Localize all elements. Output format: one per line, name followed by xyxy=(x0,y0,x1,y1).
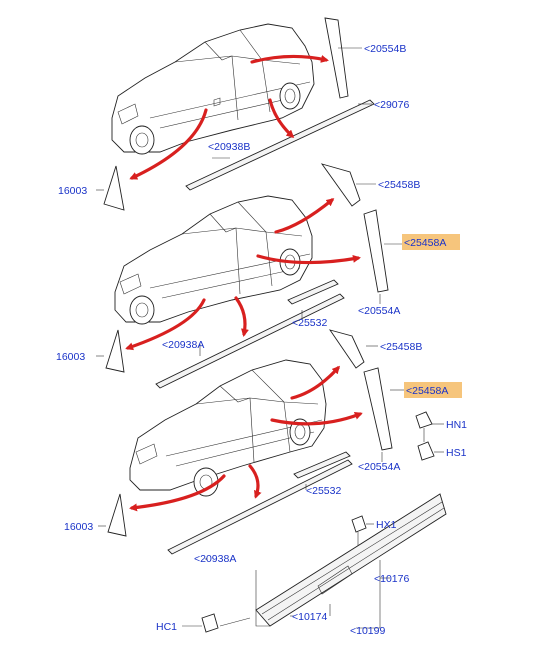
label-HN1[interactable]: HN1 xyxy=(446,419,467,431)
label-HX1[interactable]: HX1 xyxy=(376,519,397,531)
part-29076-shape xyxy=(185,99,375,191)
label-25532-1[interactable]: <25532 xyxy=(292,317,327,329)
car-hatchback-bottom-parts xyxy=(98,329,444,560)
label-16003-2[interactable]: 16003 xyxy=(56,351,85,363)
label-20938A-1[interactable]: <20938A xyxy=(162,339,204,351)
label-25458B-2[interactable]: <25458B xyxy=(380,341,422,353)
highlight-25458A-2 xyxy=(404,382,462,398)
part-25532-shape-1 xyxy=(287,279,339,305)
label-10174[interactable]: <10174 xyxy=(292,611,327,623)
part-20938A-shape-2 xyxy=(167,459,353,555)
label-25458B-1[interactable]: <25458B xyxy=(378,179,420,191)
clip-HX1-shape xyxy=(351,515,367,533)
label-16003-3[interactable]: 16003 xyxy=(64,521,93,533)
part-16003-shape-3 xyxy=(107,493,127,537)
part-20938A-shape-1 xyxy=(155,293,345,389)
label-25532-2[interactable]: <25532 xyxy=(306,485,341,497)
car-sedan-top-arrows xyxy=(129,54,329,180)
part-25458A-shape-2 xyxy=(363,367,393,451)
clip-HN1-shape xyxy=(415,411,433,429)
car-sedan-middle-parts xyxy=(96,163,402,389)
sill-moulding-assembly xyxy=(182,493,447,633)
car-hatchback-bottom-arrows xyxy=(129,365,363,512)
part-16003-shape-2 xyxy=(105,329,125,373)
part-20554B-shape xyxy=(324,17,349,99)
part-25458A-shape-1 xyxy=(363,209,389,293)
label-HS1[interactable]: HS1 xyxy=(446,447,467,459)
label-20554A-2[interactable]: <20554A xyxy=(358,461,400,473)
car-sedan-middle xyxy=(114,195,313,325)
label-16003-1[interactable]: 16003 xyxy=(58,185,87,197)
part-16003-shape-1 xyxy=(103,165,125,211)
clip-HS1-shape xyxy=(417,441,435,461)
part-25458B-shape-1 xyxy=(320,163,361,207)
label-25458A-1[interactable]: <25458A xyxy=(404,237,446,249)
car-sedan-top xyxy=(111,23,315,155)
label-HC1[interactable]: HC1 xyxy=(156,621,177,633)
part-25458B-shape-2 xyxy=(328,329,365,369)
car-sedan-middle-arrows xyxy=(125,198,361,351)
label-20554A-1[interactable]: <20554A xyxy=(358,305,400,317)
part-10176-shape xyxy=(255,493,447,627)
car-sedan-top-parts xyxy=(96,17,375,211)
clip-HC1-shape xyxy=(201,613,219,633)
label-20554B[interactable]: <20554B xyxy=(364,43,406,55)
label-10199[interactable]: <10199 xyxy=(350,625,385,637)
label-10176[interactable]: <10176 xyxy=(374,573,409,585)
label-20938A-2[interactable]: <20938A xyxy=(194,553,236,565)
label-25458A-2[interactable]: <25458A xyxy=(406,385,448,397)
part-25532-shape-2 xyxy=(293,451,351,479)
label-20938B[interactable]: <20938B xyxy=(208,141,250,153)
car-hatchback-bottom xyxy=(129,359,327,497)
label-29076[interactable]: <29076 xyxy=(374,99,409,111)
highlight-25458A-1 xyxy=(402,234,460,250)
